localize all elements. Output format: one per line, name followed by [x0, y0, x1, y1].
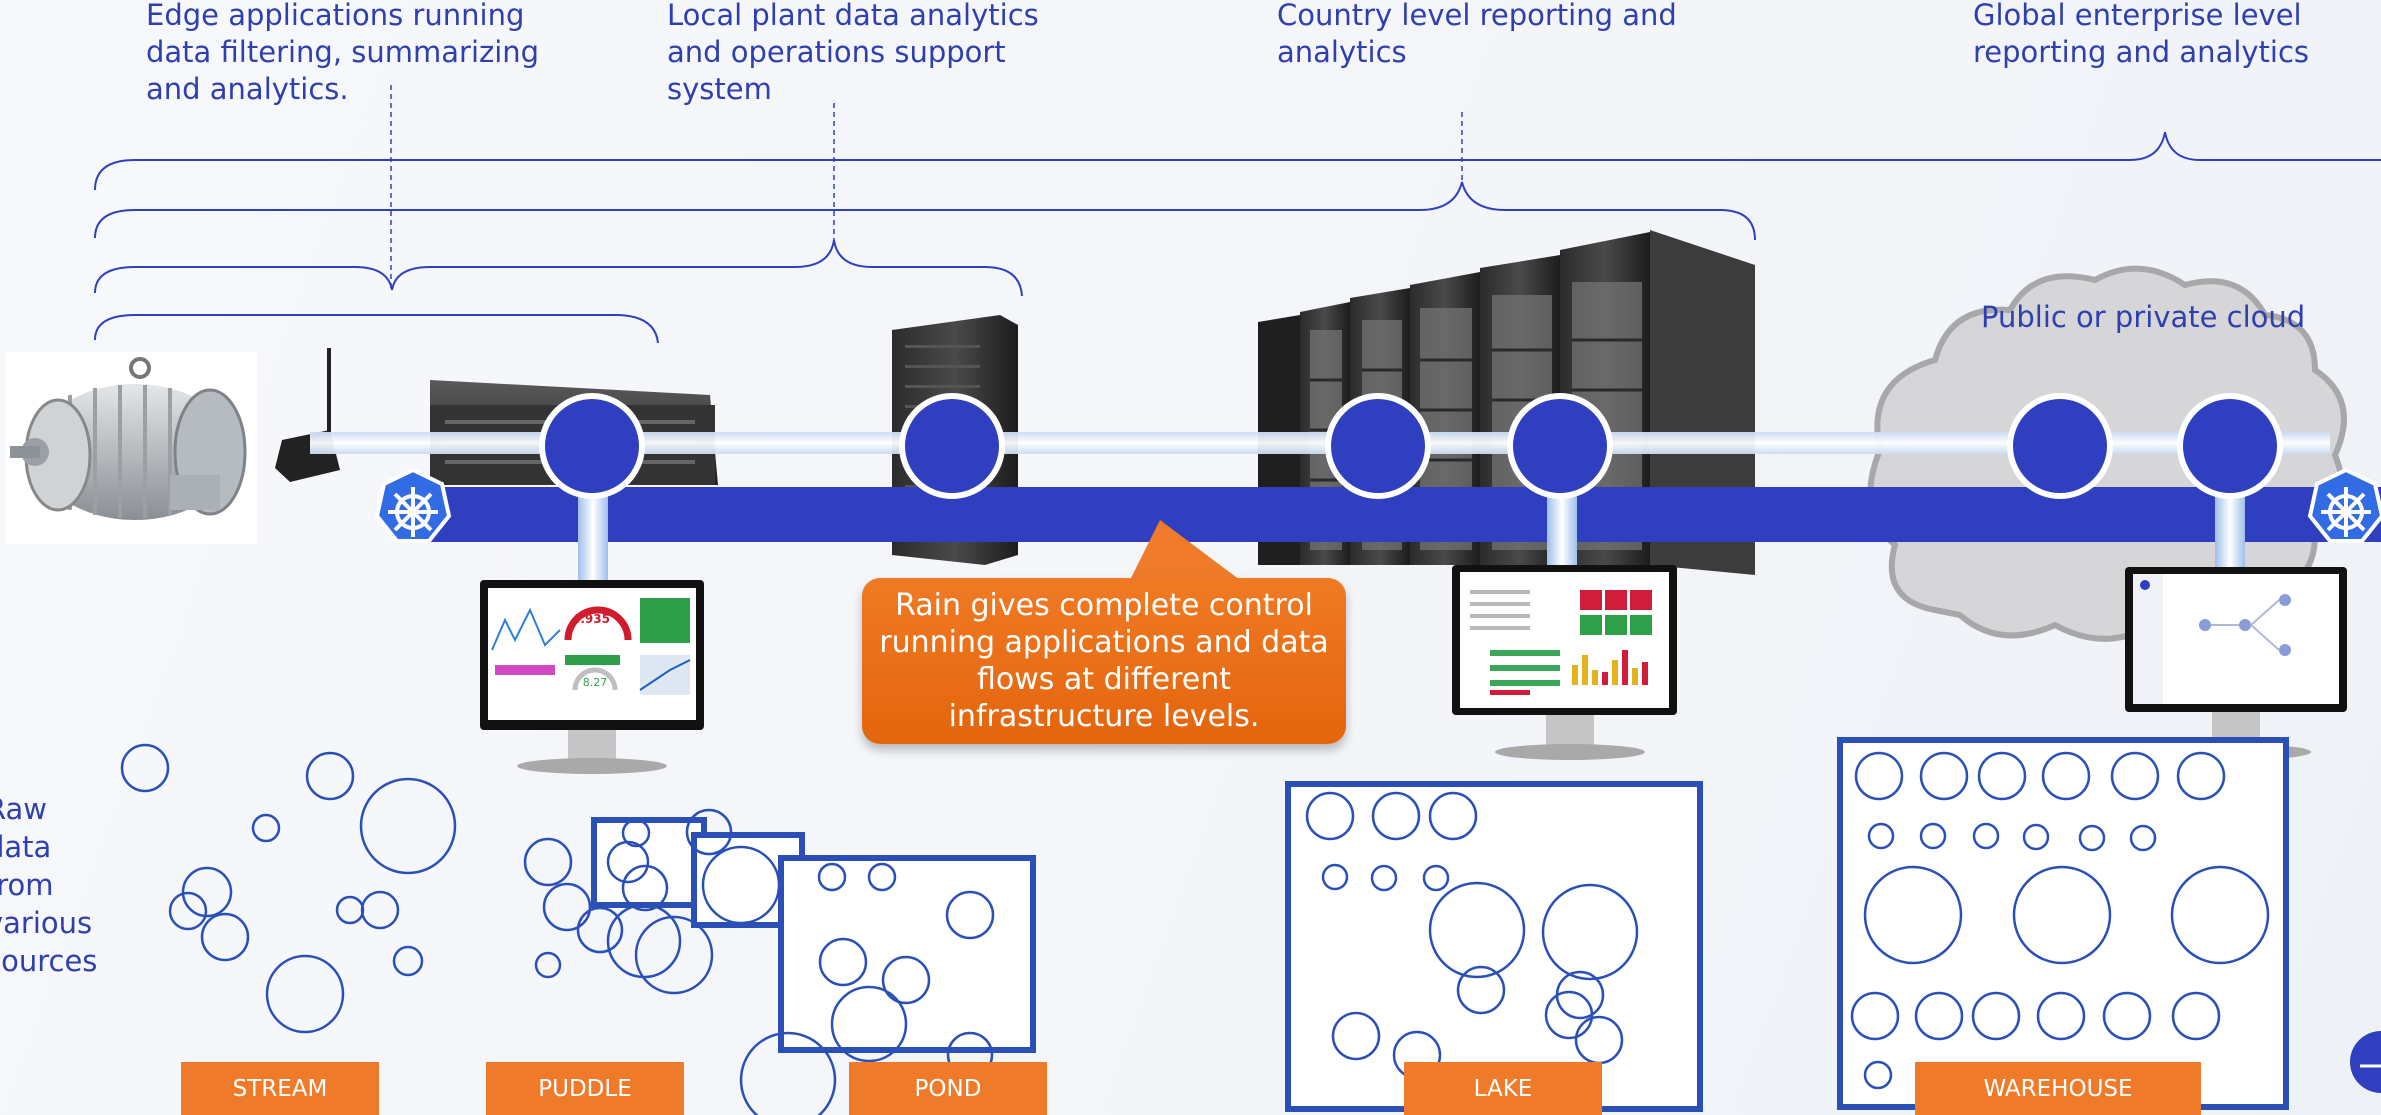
header-global: Global enterprise level reporting and an…	[1973, 0, 2310, 69]
brace-edge	[94, 314, 659, 344]
node-plant	[899, 393, 1005, 499]
monitor-cloud-flow	[2125, 567, 2347, 760]
header-country: Country level reporting and analytics	[1277, 0, 1677, 69]
node-cloud-b	[2177, 393, 2283, 499]
header-local: Local plant data analytics and operation…	[667, 0, 1039, 106]
data-flow-line	[310, 432, 2330, 454]
kubernetes-icon-left	[374, 467, 452, 543]
node-datacenter-b	[1507, 393, 1613, 499]
scope-braces	[94, 131, 2381, 344]
node-connectors	[578, 490, 2245, 580]
monitor-country-dashboard	[1452, 565, 1677, 760]
brace-country	[94, 181, 1756, 241]
kubernetes-icon-right	[2307, 467, 2381, 543]
node-edge	[539, 393, 645, 499]
brace-global	[94, 131, 2381, 191]
cloud-label: Public or private cloud	[1981, 300, 2306, 334]
warehouse-label: WAREHOUSE	[1915, 1062, 2201, 1115]
corner-badge-icon	[2350, 1031, 2381, 1093]
raw-data-bubbles	[120, 743, 457, 1034]
brace-local	[94, 239, 1023, 297]
lake-label: LAKE	[1404, 1062, 1602, 1115]
warehouse-container	[1837, 737, 2289, 1110]
monitor-edge-dashboard	[480, 580, 704, 774]
pond-label: POND	[849, 1062, 1047, 1115]
motor-image	[5, 352, 257, 544]
rain-callout: Rain gives complete control running appl…	[862, 578, 1346, 744]
processing-nodes	[539, 393, 2283, 499]
puddle-label: PUDDLE	[486, 1062, 684, 1115]
puddle-container	[523, 808, 805, 995]
header-edge: Edge applications running data filtering…	[146, 0, 540, 106]
node-cloud-a	[2007, 393, 2113, 499]
gauge-main-value: 4.935	[572, 612, 610, 626]
sensor-device	[275, 348, 340, 482]
gauge-small-value: 8.27	[582, 676, 608, 689]
pond-container	[739, 855, 1036, 1115]
callout-tail	[1130, 520, 1240, 580]
brace-connectors	[390, 85, 1463, 290]
node-datacenter-a	[1325, 393, 1431, 499]
lake-container	[1285, 781, 1703, 1112]
stream-label: STREAM	[181, 1062, 379, 1115]
